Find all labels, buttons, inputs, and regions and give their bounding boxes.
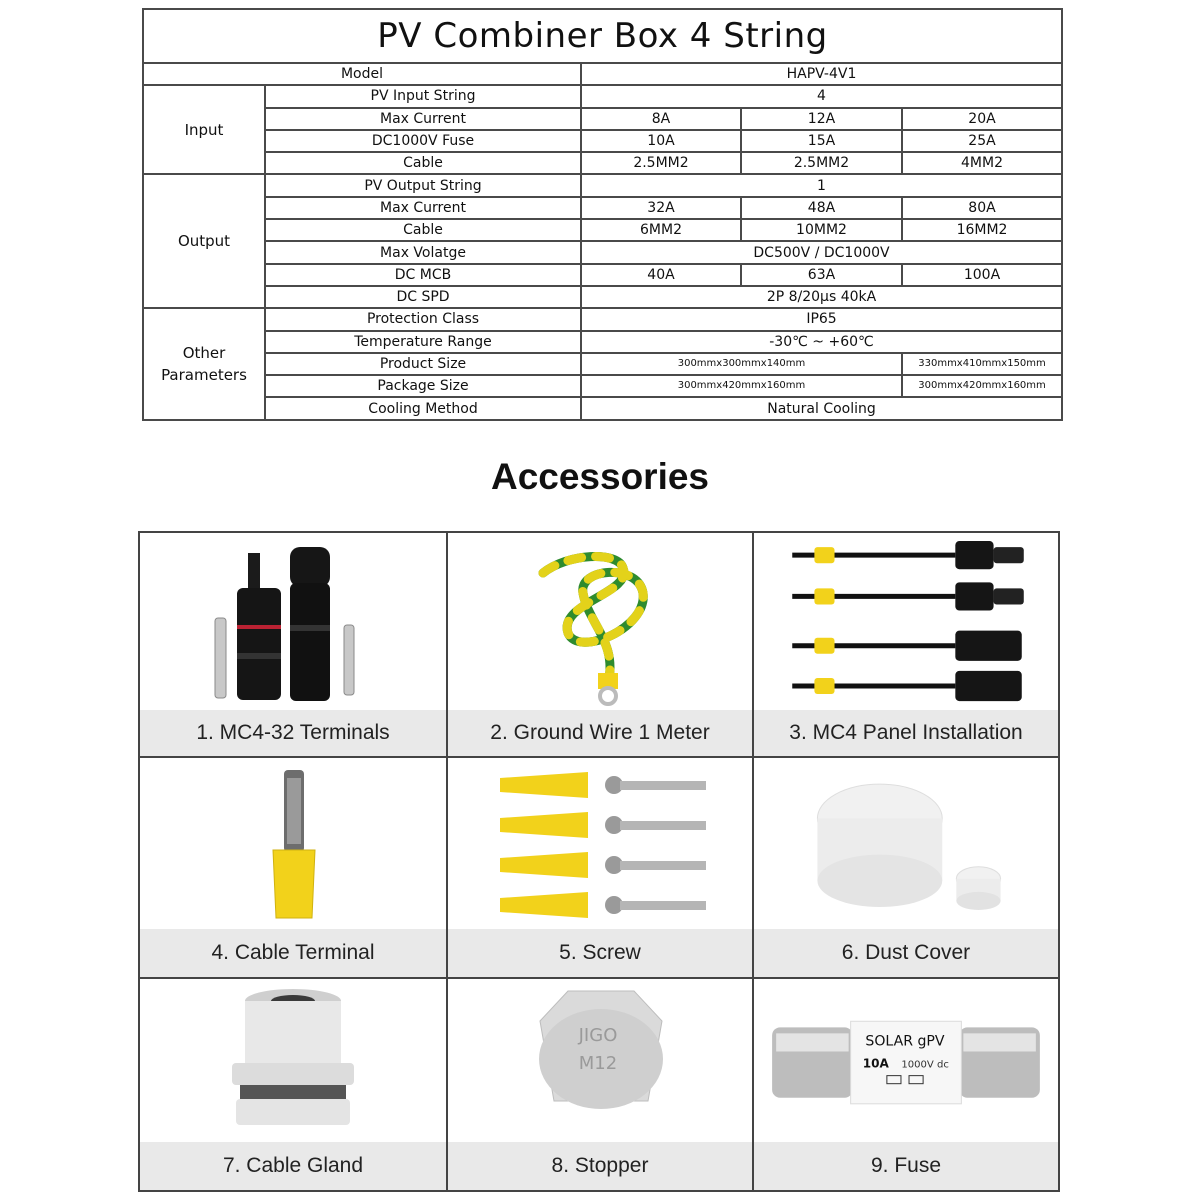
row-value: 20A [900, 106, 1064, 131]
accessory-card: 3. MC4 Panel Installation [754, 533, 1058, 758]
row-label: Max Current [264, 106, 582, 131]
dust-cover-icon [816, 783, 1002, 910]
row-value: 2.5MM2 [740, 151, 903, 176]
row-value: Natural Cooling [579, 396, 1064, 421]
row-label: Protection Class [264, 307, 582, 332]
fuse-voltage-label: 1000V dc [901, 1060, 949, 1071]
accessory-caption: 9. Fuse [754, 1142, 1058, 1190]
row-value: 300mmx420mmx160mm [900, 374, 1064, 399]
row-label: PV Output String [264, 173, 582, 198]
accessory-caption: 7. Cable Gland [140, 1142, 446, 1190]
row-value: 10A [580, 128, 742, 154]
stopper-size-mark: M12 [579, 1053, 617, 1074]
mc4-terminals-icon [214, 547, 355, 701]
group-output: Output [142, 173, 266, 310]
row-value: 4 [579, 84, 1064, 109]
accessory-card: 4. Cable Terminal [140, 758, 448, 979]
accessory-card: JIGO M12 8. Stopper [448, 979, 754, 1190]
row-value: 63A [740, 262, 903, 287]
row-label: Cable [264, 218, 582, 243]
accessories-grid: 1. MC4-32 Terminals 2. Ground Wire 1 Met… [138, 531, 1060, 1192]
model-value: HAPV-4V1 [579, 61, 1064, 87]
row-value: 4MM2 [900, 151, 1064, 176]
group-input: Input [142, 84, 266, 176]
cable-terminal-icon [272, 770, 316, 919]
row-value: 16MM2 [900, 218, 1064, 243]
stopper-brand-mark: JIGO [578, 1025, 618, 1046]
row-label: Max Volatge [264, 240, 582, 265]
row-value: 1 [579, 173, 1064, 198]
row-value: 8A [580, 106, 742, 131]
row-label: DC1000V Fuse [264, 128, 582, 154]
accessory-card: SOLAR gPV 10A 1000V dc 9. Fuse [754, 979, 1058, 1190]
row-label: Cooling Method [264, 396, 582, 421]
row-value: DC500V / DC1000V [579, 240, 1064, 265]
row-value: 10MM2 [740, 218, 903, 243]
stopper-icon: JIGO M12 [539, 990, 663, 1109]
accessory-card: 2. Ground Wire 1 Meter [448, 533, 754, 758]
accessory-caption: 3. MC4 Panel Installation [754, 710, 1058, 756]
accessory-card: 1. MC4-32 Terminals [140, 533, 448, 758]
row-value: 15A [740, 128, 903, 154]
accessories-title: Accessories [490, 456, 710, 497]
row-value: 6MM2 [580, 218, 742, 243]
row-value: 25A [900, 128, 1064, 154]
row-value: 12A [740, 106, 903, 131]
accessory-card: 7. Cable Gland [140, 979, 448, 1190]
accessory-caption: 5. Screw [448, 929, 752, 977]
row-value: 80A [900, 195, 1064, 221]
row-label: Max Current [264, 195, 582, 221]
row-value: 300mmx420mmx160mm [580, 374, 903, 399]
row-label: PV Input String [264, 84, 582, 109]
accessory-caption: 8. Stopper [448, 1142, 752, 1190]
row-value: 300mmx300mmx140mm [580, 351, 903, 377]
row-label: Package Size [264, 374, 582, 399]
row-value: 330mmx410mmx150mm [900, 351, 1064, 377]
mc4-panel-icon [792, 541, 1024, 702]
row-label: Temperature Range [264, 329, 582, 354]
row-label: Cable [264, 151, 582, 176]
accessory-caption: 4. Cable Terminal [140, 929, 446, 977]
ground-wire-icon [538, 552, 648, 706]
accessory-card: 5. Screw [448, 758, 754, 979]
row-value: 40A [580, 262, 742, 287]
screw-icon [500, 772, 706, 918]
table-title: PV Combiner Box 4 String [141, 8, 1064, 64]
row-label: DC MCB [264, 262, 582, 287]
accessory-caption: 2. Ground Wire 1 Meter [448, 710, 752, 756]
row-label: Product Size [264, 351, 582, 377]
row-value: IP65 [579, 307, 1064, 332]
row-value: 100A [900, 262, 1064, 287]
fuse-rating-label: 10A [863, 1057, 890, 1071]
row-value: 2P 8/20μs 40kA [579, 284, 1064, 310]
row-value: -30℃ ~ +60℃ [579, 329, 1064, 354]
cable-gland-icon [232, 989, 354, 1125]
row-value: 48A [740, 195, 903, 221]
row-value: 32A [580, 195, 742, 221]
accessory-card: 6. Dust Cover [754, 758, 1058, 979]
accessory-caption: 6. Dust Cover [754, 929, 1058, 977]
fuse-brand-label: SOLAR gPV [865, 1033, 944, 1049]
accessory-caption: 1. MC4-32 Terminals [140, 710, 446, 756]
model-label: Model [142, 61, 582, 87]
group-other: Other Parameters [142, 307, 266, 421]
fuse-icon: SOLAR gPV 10A 1000V dc [772, 1020, 1040, 1105]
spec-table: PV Combiner Box 4 String Model HAPV-4V1 … [141, 8, 1064, 421]
row-label: DC SPD [264, 284, 582, 310]
row-value: 2.5MM2 [580, 151, 742, 176]
